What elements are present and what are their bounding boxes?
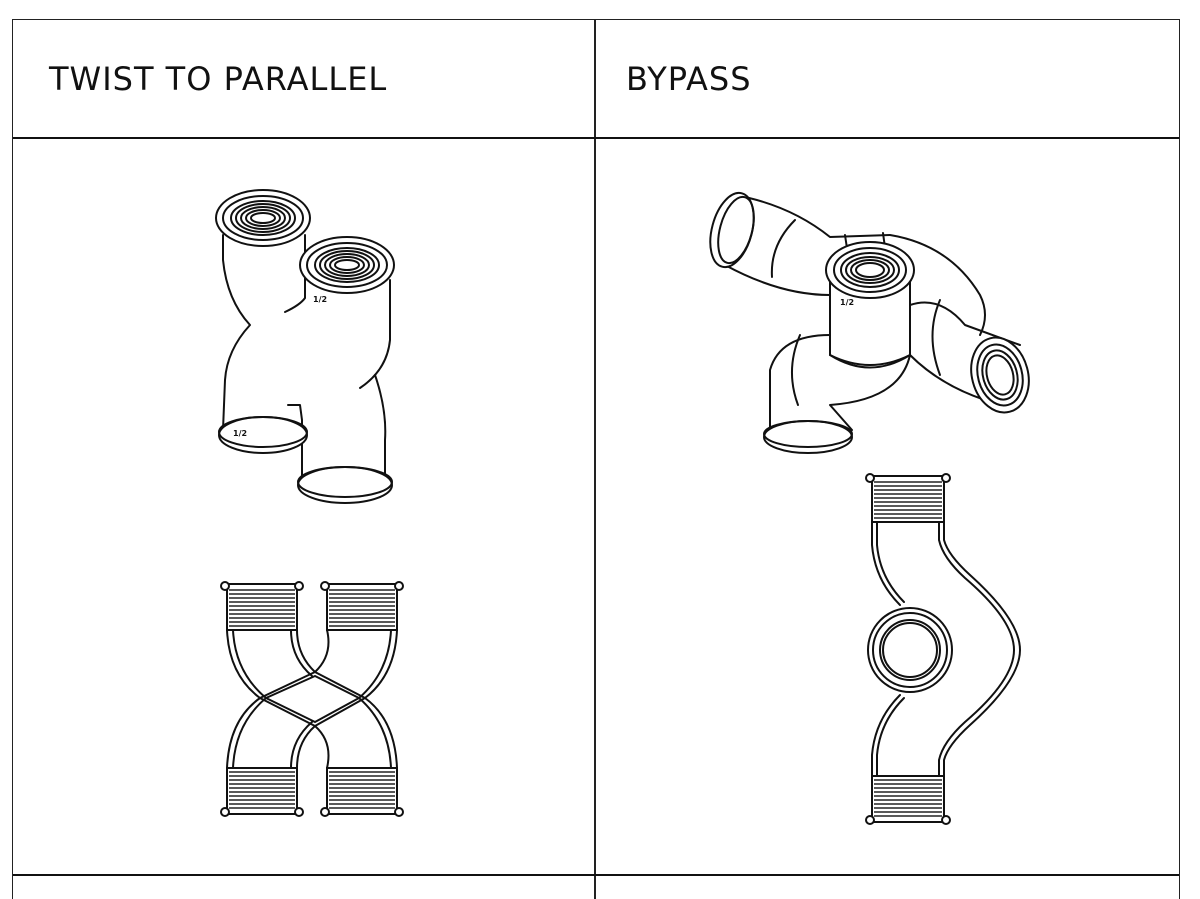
bypass-front-drawing [860, 470, 1030, 830]
twist-to-parallel-isometric-drawing: 1/2 1/2 [205, 180, 405, 520]
column-divider [594, 20, 596, 899]
size-mark: 1/2 [313, 295, 327, 304]
header-cell-twist-to-parallel: TWIST TO PARALLEL [13, 20, 594, 137]
header-divider [13, 137, 1179, 139]
row-divider [13, 874, 1179, 876]
size-mark: 1/2 [233, 429, 247, 438]
size-mark: 1/2 [840, 298, 854, 307]
twist-to-parallel-front-drawing [215, 580, 415, 820]
thread-top-left [226, 583, 298, 631]
column-header-bypass: BYPASS [626, 59, 752, 98]
column-header-twist-to-parallel: TWIST TO PARALLEL [49, 59, 388, 98]
fittings-table: TWIST TO PARALLEL BYPASS [12, 19, 1180, 899]
bypass-isometric-drawing: 1/2 [700, 185, 1040, 465]
header-cell-bypass: BYPASS [596, 20, 1179, 137]
